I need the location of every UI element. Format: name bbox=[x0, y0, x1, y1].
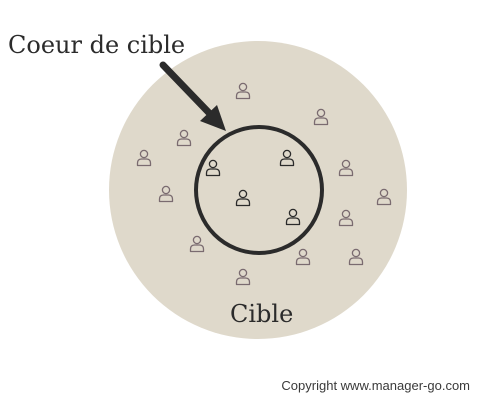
core-target-ring bbox=[194, 125, 324, 255]
copyright-text: Copyright www.manager-go.com bbox=[281, 378, 470, 393]
core-target-label: Coeur de cible bbox=[8, 31, 186, 59]
target-label: Cible bbox=[230, 300, 294, 328]
outer-target-disc bbox=[109, 41, 407, 339]
arrow-icon bbox=[159, 61, 226, 131]
